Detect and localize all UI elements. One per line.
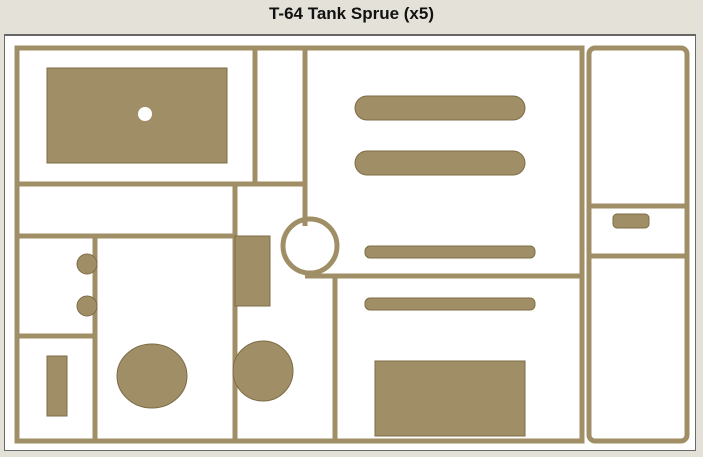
fender-part xyxy=(364,245,536,259)
hull-hole xyxy=(138,107,152,121)
turret-base-part xyxy=(116,343,188,409)
track-part xyxy=(354,150,526,176)
sprue-runners xyxy=(14,45,690,444)
sprue-photo xyxy=(4,34,696,451)
page-title: T-64 Tank Sprue (x5) xyxy=(268,4,434,23)
plate-part xyxy=(234,235,271,307)
engine-deck-part xyxy=(374,360,526,437)
fender-part xyxy=(364,297,536,311)
sprue-illustration xyxy=(14,45,690,444)
turret-part xyxy=(232,340,294,402)
hull-part xyxy=(46,67,228,164)
track-part xyxy=(354,95,526,121)
